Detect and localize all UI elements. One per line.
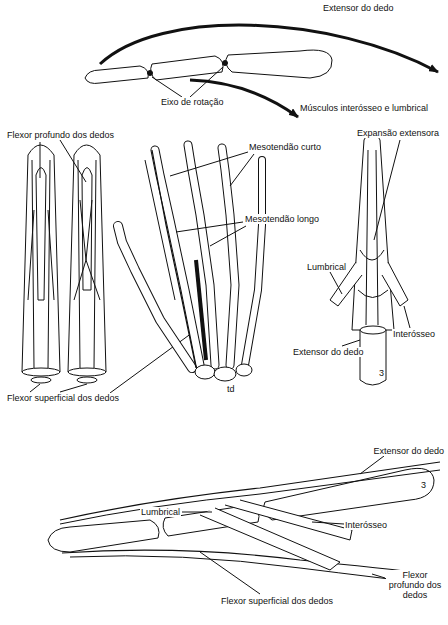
- muscle-label: Lumbrical: [140, 507, 181, 517]
- arrow-label: Extensor do dedo: [322, 3, 395, 13]
- finger-number: 3: [420, 480, 427, 490]
- tendon-label: Extensor do dedo: [292, 347, 365, 357]
- muscle-label: Flexor profundo dos dedos: [386, 570, 444, 600]
- muscle-label: Interósseo: [392, 329, 436, 339]
- tendon-label: Mesotendão longo: [244, 214, 320, 224]
- axis-label: Eixo de rotação: [160, 97, 225, 107]
- structure-label: Expansão extensora: [356, 128, 440, 138]
- muscle-label: Flexor profundo dos dedos: [6, 130, 115, 140]
- muscle-label: Interósseo: [344, 520, 388, 530]
- tendon-label: Extensor do dedo: [372, 446, 445, 456]
- arrow-label: Músculos interósseo e lumbrical: [299, 103, 445, 113]
- tendon-label: Mesotendão curto: [248, 142, 322, 152]
- signature: td: [226, 384, 236, 394]
- muscle-label: Flexor superficial dos dedos: [220, 596, 334, 606]
- muscle-label: Lumbrical: [306, 262, 347, 272]
- finger-number: 3: [378, 368, 385, 378]
- muscle-label: Flexor superficial dos dedos: [6, 393, 120, 403]
